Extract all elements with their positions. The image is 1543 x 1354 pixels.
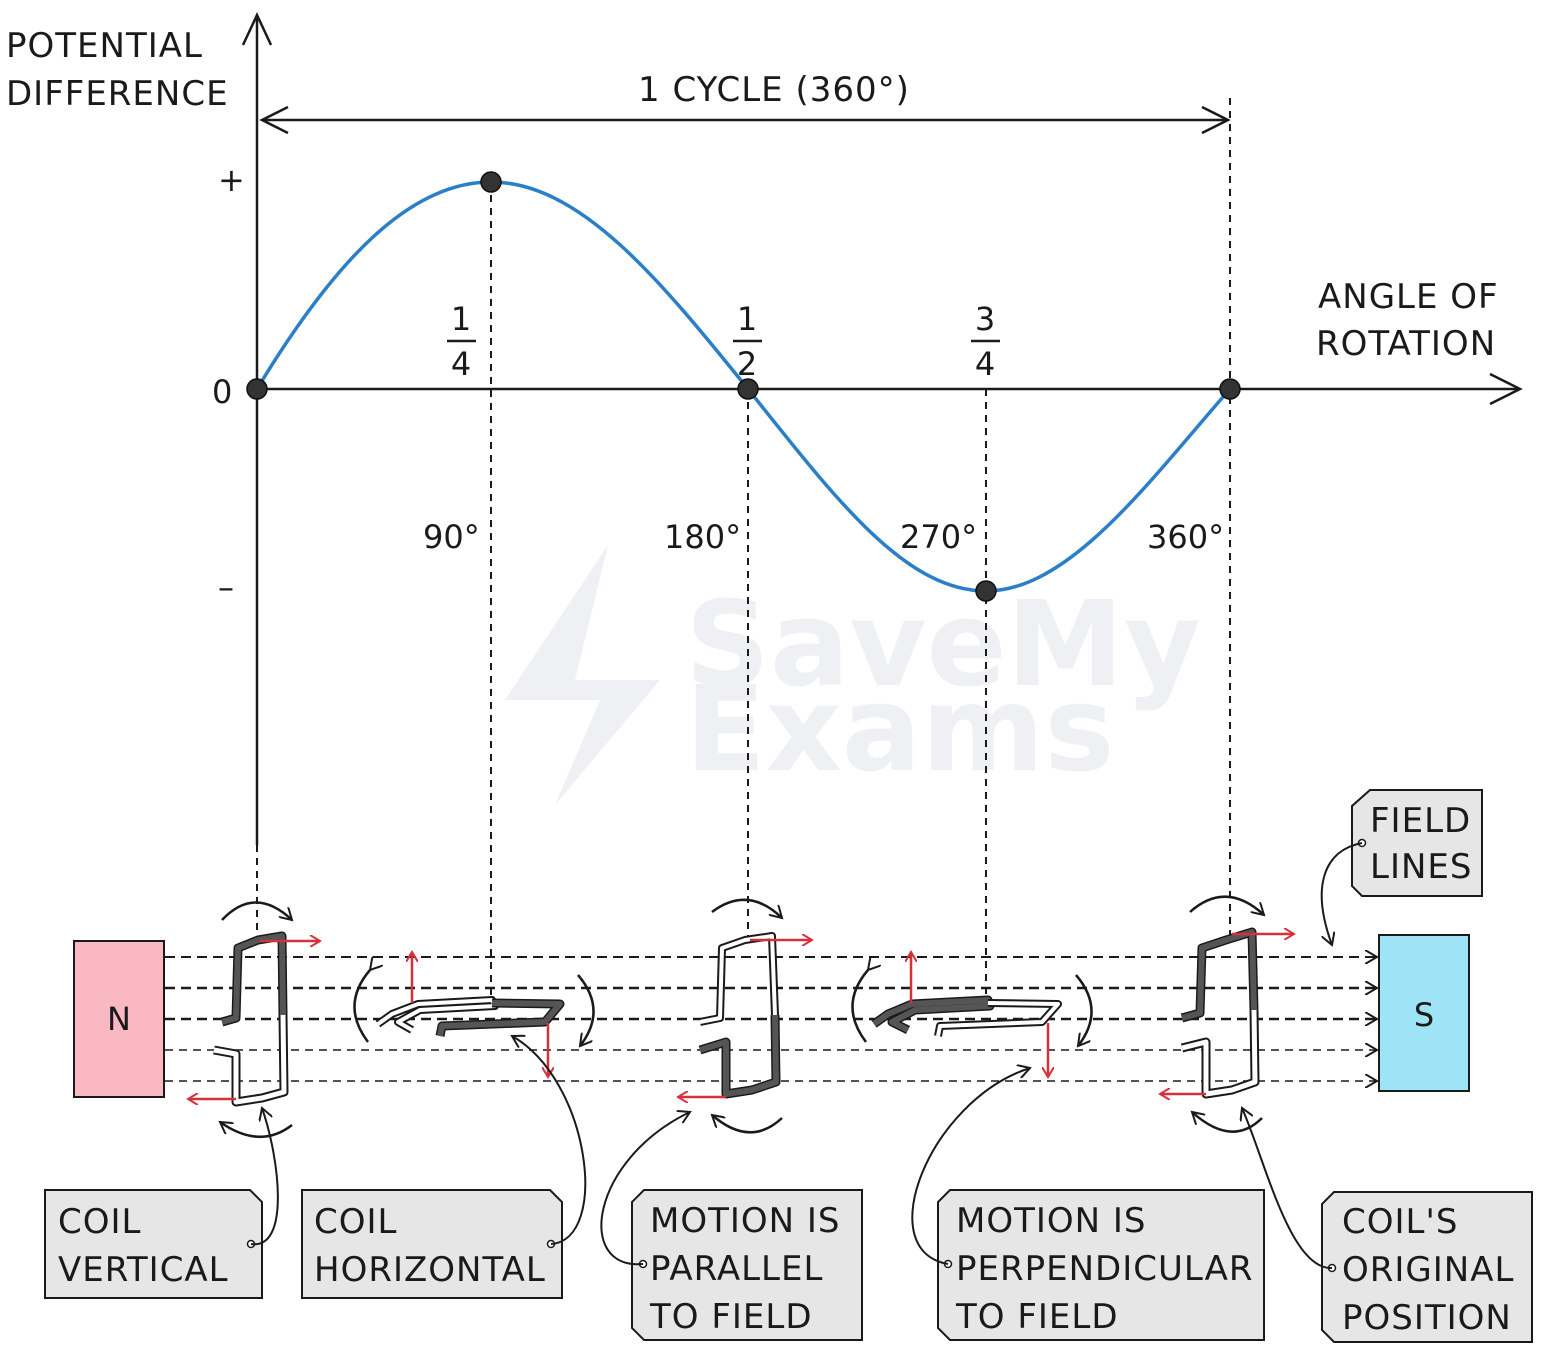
callout-field-lines: FIELD LINES [1320, 789, 1483, 945]
callout-motion-parallel: MOTION IS PARALLEL TO FIELD [600, 1112, 863, 1341]
point-0 [246, 378, 268, 400]
coil-vertical-180 [678, 898, 812, 1134]
coil-vertical-0 [188, 901, 320, 1138]
y-minus-label: – [218, 568, 234, 606]
x-axis-label-line-2: ROTATION [1316, 324, 1496, 364]
callout-motion-parallel-line-2: PARALLEL [650, 1249, 823, 1289]
callout-motion-parallel-line-1: MOTION IS [650, 1201, 841, 1241]
callout-original-position: COIL'S ORIGINAL POSITION [1242, 1108, 1533, 1343]
y-plus-label: + [218, 161, 245, 199]
cycle-label: 1 CYCLE (360°) [638, 70, 910, 110]
fraction-quarter: 1 4 [447, 300, 476, 383]
callout-coil-vertical-line-1: COIL [58, 1202, 141, 1242]
curve-points [246, 171, 1241, 602]
x-axis-arrowhead [1489, 372, 1523, 406]
y-axis-arrowhead [241, 12, 273, 46]
callout-coil-horizontal-line-2: HORIZONTAL [314, 1250, 546, 1290]
south-pole-magnet [1378, 934, 1470, 1092]
callout-field-lines-line-2: LINES [1370, 847, 1472, 887]
callout-coil-vertical: COIL VERTICAL [44, 1108, 279, 1299]
watermark-line-2: Exams [685, 660, 1115, 798]
y-zero-label: 0 [212, 373, 232, 411]
coil-horizontal-90 [353, 952, 595, 1077]
callout-motion-parallel-line-3: TO FIELD [649, 1297, 813, 1337]
x-axis-label-line-1: ANGLE OF [1318, 277, 1499, 317]
point-full [1219, 378, 1241, 400]
callout-coil-horizontal: COIL HORIZONTAL [301, 1036, 587, 1299]
fraction-half-den: 2 [737, 345, 757, 383]
callout-coil-horizontal-line-1: COIL [314, 1202, 397, 1242]
degree-270: 270° [900, 518, 977, 556]
callout-motion-perpendicular-line-3: TO FIELD [955, 1297, 1119, 1337]
fraction-3q-num: 3 [975, 300, 995, 338]
callout-original-position-line-2: ORIGINAL [1342, 1250, 1514, 1290]
degree-90: 90° [423, 518, 480, 556]
fraction-half-num: 1 [737, 300, 757, 338]
coil-horizontal-270 [851, 952, 1093, 1077]
coil-vertical-360 [1160, 895, 1294, 1133]
fraction-three-quarter: 3 4 [971, 300, 1000, 383]
y-axis-label-line-1: POTENTIAL [6, 26, 203, 66]
callout-motion-perpendicular-line-1: MOTION IS [956, 1201, 1147, 1241]
callout-coil-vertical-line-2: VERTICAL [58, 1250, 229, 1290]
y-axis-label-line-2: DIFFERENCE [6, 74, 229, 114]
fraction-half: 1 2 [733, 300, 762, 383]
watermark-line-1: SaveMy [685, 575, 1201, 713]
callout-field-lines-line-1: FIELD [1370, 801, 1471, 841]
field-lines [165, 957, 1377, 1081]
cycle-arrow-left [259, 105, 289, 135]
south-pole-label: S [1414, 996, 1434, 1034]
fraction-quarter-num: 1 [451, 300, 471, 338]
watermark: SaveMy Exams [505, 545, 1201, 805]
point-half [737, 378, 759, 400]
callout-motion-perpendicular: MOTION IS PERPENDICULAR TO FIELD [911, 1068, 1265, 1341]
point-trough [975, 580, 997, 602]
degree-180: 180° [664, 518, 741, 556]
fraction-3q-den: 4 [975, 345, 995, 383]
callout-original-position-line-1: COIL'S [1342, 1202, 1458, 1242]
cycle-arrow-right [1201, 105, 1231, 135]
north-pole-magnet [73, 940, 165, 1098]
north-pole-label: N [107, 1000, 131, 1038]
angle-guides [256, 98, 1231, 1005]
point-peak [480, 171, 502, 193]
callout-original-position-line-3: POSITION [1342, 1298, 1512, 1338]
fraction-quarter-den: 4 [451, 345, 471, 383]
degree-360: 360° [1147, 518, 1224, 556]
callout-motion-perpendicular-line-2: PERPENDICULAR [956, 1249, 1253, 1289]
